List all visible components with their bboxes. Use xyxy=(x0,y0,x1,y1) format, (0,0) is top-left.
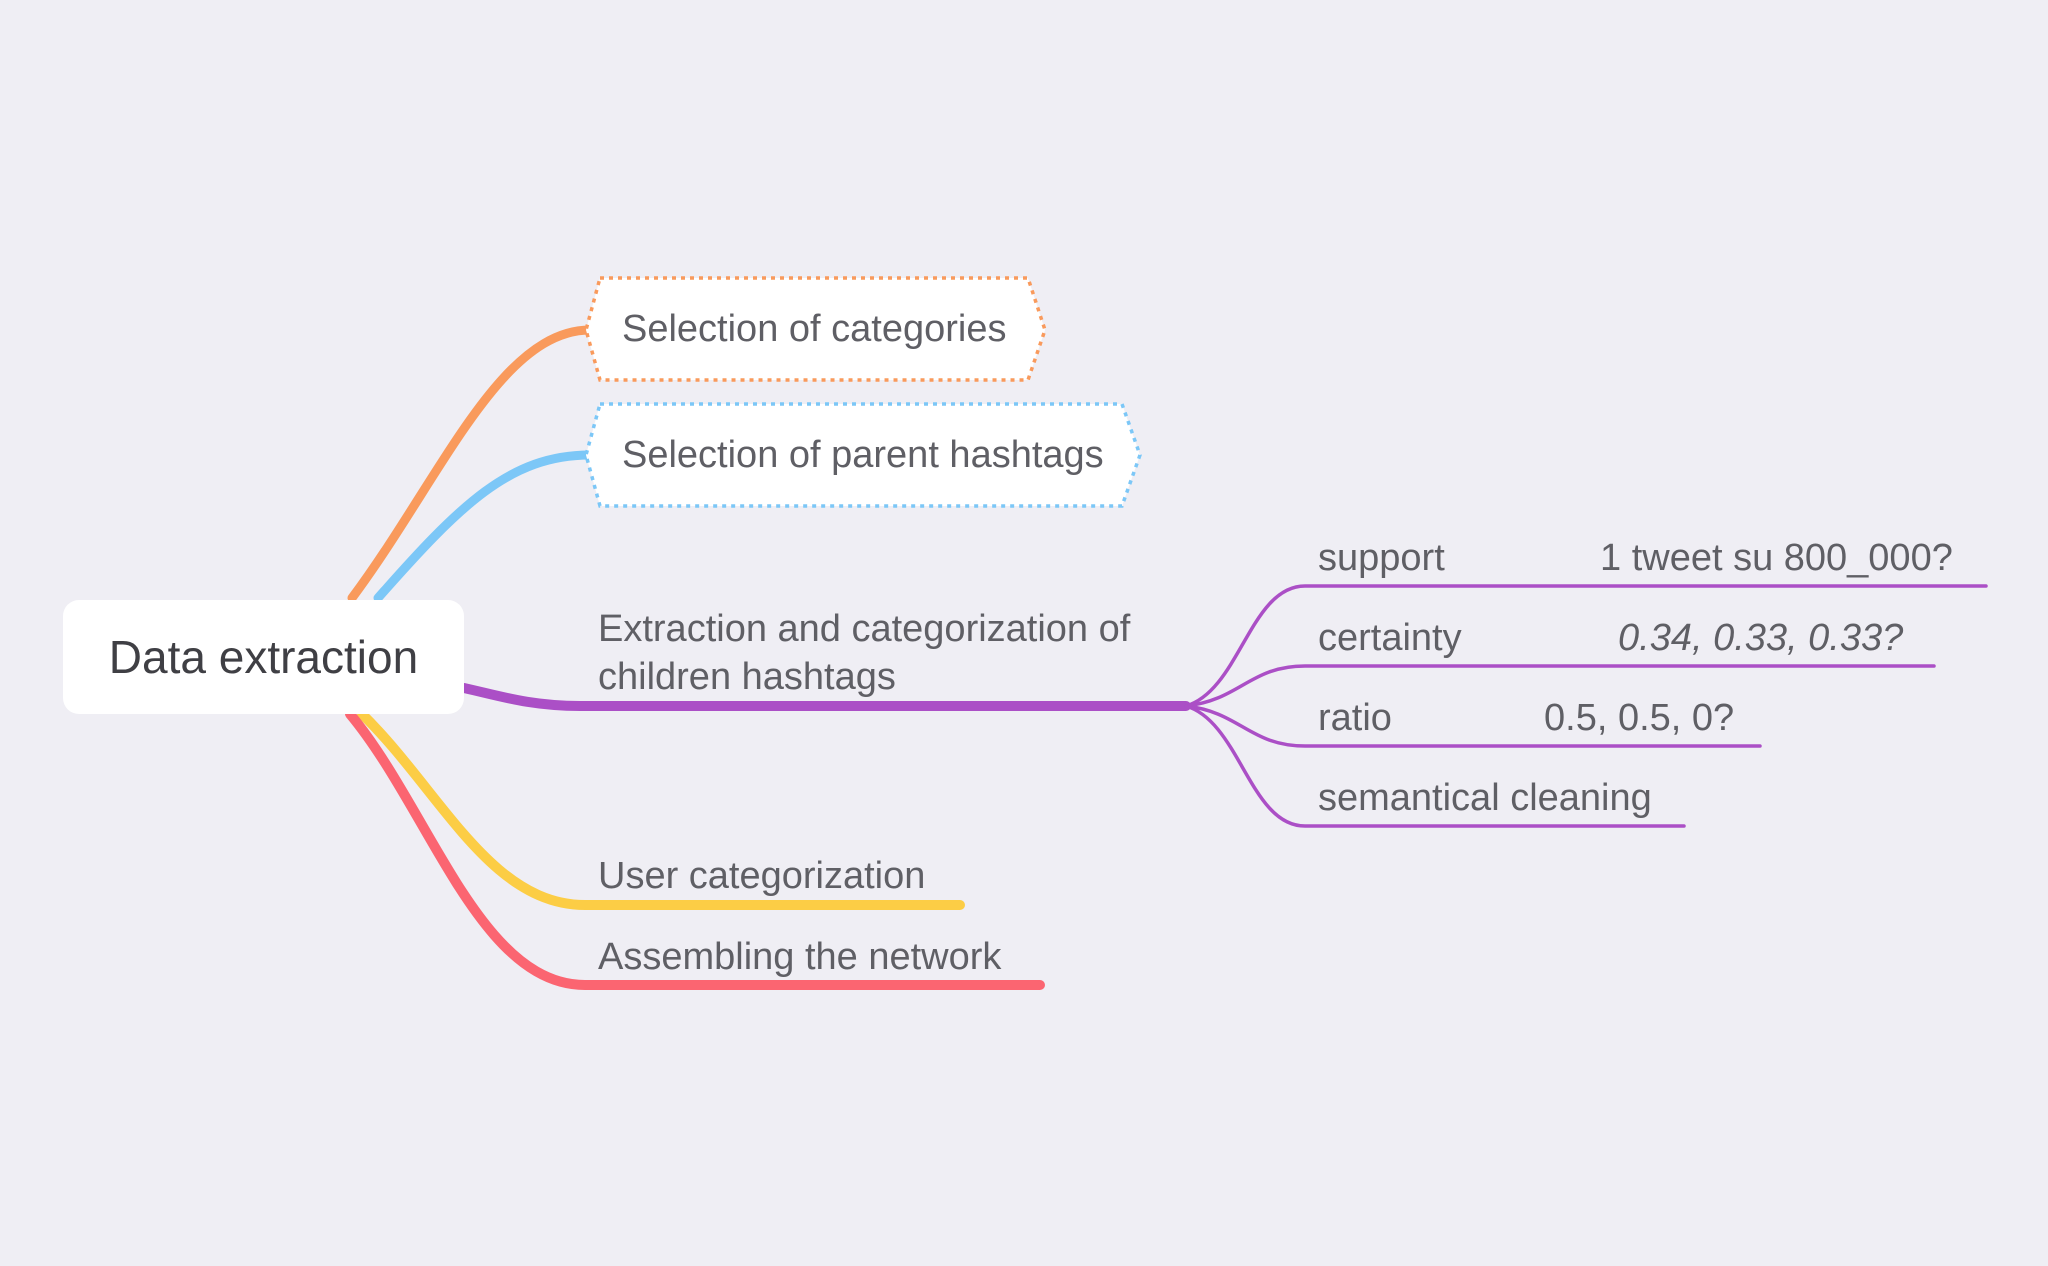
link-certainty xyxy=(1184,664,1936,708)
node-parent-hashtags-border[interactable] xyxy=(584,402,1142,508)
link-semantical-cleaning xyxy=(1184,704,1686,828)
link-parent-hashtags xyxy=(373,450,595,603)
root-node[interactable]: Data extraction xyxy=(63,600,464,714)
node-children-hashtags-line2[interactable]: children hashtags xyxy=(598,656,896,698)
node-parent-hashtags-label: Selection of parent hashtags xyxy=(622,434,1104,476)
node-children-hashtags-line1[interactable]: Extraction and categorization of xyxy=(598,608,1131,650)
link-user-categorization xyxy=(357,709,965,910)
node-categories-label: Selection of categories xyxy=(622,308,1007,350)
node-ratio-value: 0.5, 0.5, 0? xyxy=(1544,697,1735,739)
node-certainty-value: 0.34, 0.33, 0.33? xyxy=(1618,617,1904,659)
link-categories xyxy=(347,325,595,603)
node-assembling-network-label[interactable]: Assembling the network xyxy=(598,936,1002,978)
node-semantical-cleaning-label[interactable]: semantical cleaning xyxy=(1318,777,1652,819)
root-node-label: Data extraction xyxy=(108,631,419,683)
node-certainty-label[interactable]: certainty xyxy=(1318,617,1462,659)
link-ratio xyxy=(1184,704,1762,748)
node-ratio-label[interactable]: ratio xyxy=(1318,697,1392,739)
node-categories-border[interactable] xyxy=(584,276,1047,382)
node-user-categorization-label[interactable]: User categorization xyxy=(598,855,926,897)
node-support-label[interactable]: support xyxy=(1318,537,1445,579)
link-assembling-network xyxy=(345,709,1045,990)
link-support xyxy=(1184,584,1988,708)
node-support-value: 1 tweet su 800_000? xyxy=(1600,537,1953,579)
link-children-hashtags xyxy=(459,683,1191,711)
